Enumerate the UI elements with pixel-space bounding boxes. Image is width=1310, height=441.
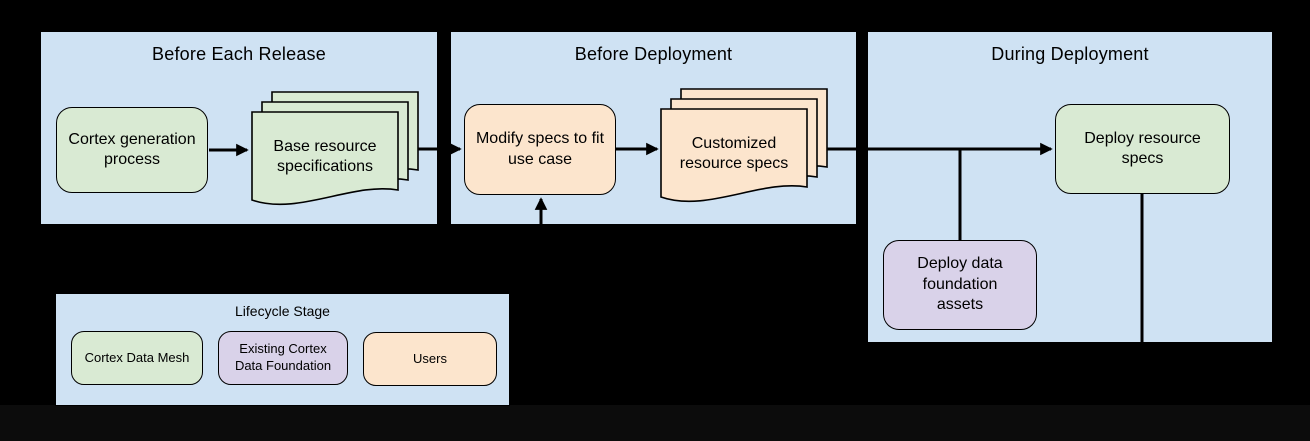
node-deploy-data-foundation-assets: Deploy data foundation assets [883, 240, 1037, 330]
node-label: Cortex generation process [68, 130, 196, 168]
node-modify-specs: Modify specs to fit use case [464, 104, 616, 195]
node-customized-resource-specs [660, 88, 828, 203]
panel-title-before-deployment: Before Deployment [574, 44, 733, 64]
document-page-front [251, 111, 399, 206]
node-base-resource-specifications [251, 91, 419, 206]
legend-item-existing-cortex-data-foundation: Existing Cortex Data Foundation [218, 331, 348, 385]
legend-title: Lifecycle Stage [235, 303, 330, 319]
node-label: Deploy resource specs [1084, 129, 1201, 167]
node-cortex-generation-process: Cortex generation process [56, 107, 208, 193]
node-label: Modify specs to fit use case [475, 130, 605, 168]
legend-item-label: Users [413, 350, 447, 366]
panel-title-before-each-release: Before Each Release [152, 44, 326, 64]
bottom-strip [0, 405, 1310, 441]
node-deploy-resource-specs: Deploy resource specs [1055, 104, 1230, 194]
legend-item-users: Users [363, 332, 497, 386]
node-label-base-resource-specifications: Base resource specifications [254, 116, 396, 198]
panel-title-during-deployment: During Deployment [991, 44, 1149, 64]
document-page-front [660, 108, 808, 203]
legend-item-label: Existing Cortex Data Foundation [234, 341, 332, 373]
node-label: Customized resource specs [679, 134, 789, 172]
node-label: Deploy data foundation assets [917, 255, 1003, 314]
node-label: Base resource specifications [273, 137, 377, 175]
node-label-customized-resource-specs: Customized resource specs [663, 113, 805, 195]
legend-item-label: Cortex Data Mesh [84, 349, 190, 365]
legend-item-cortex-data-mesh: Cortex Data Mesh [71, 331, 203, 385]
